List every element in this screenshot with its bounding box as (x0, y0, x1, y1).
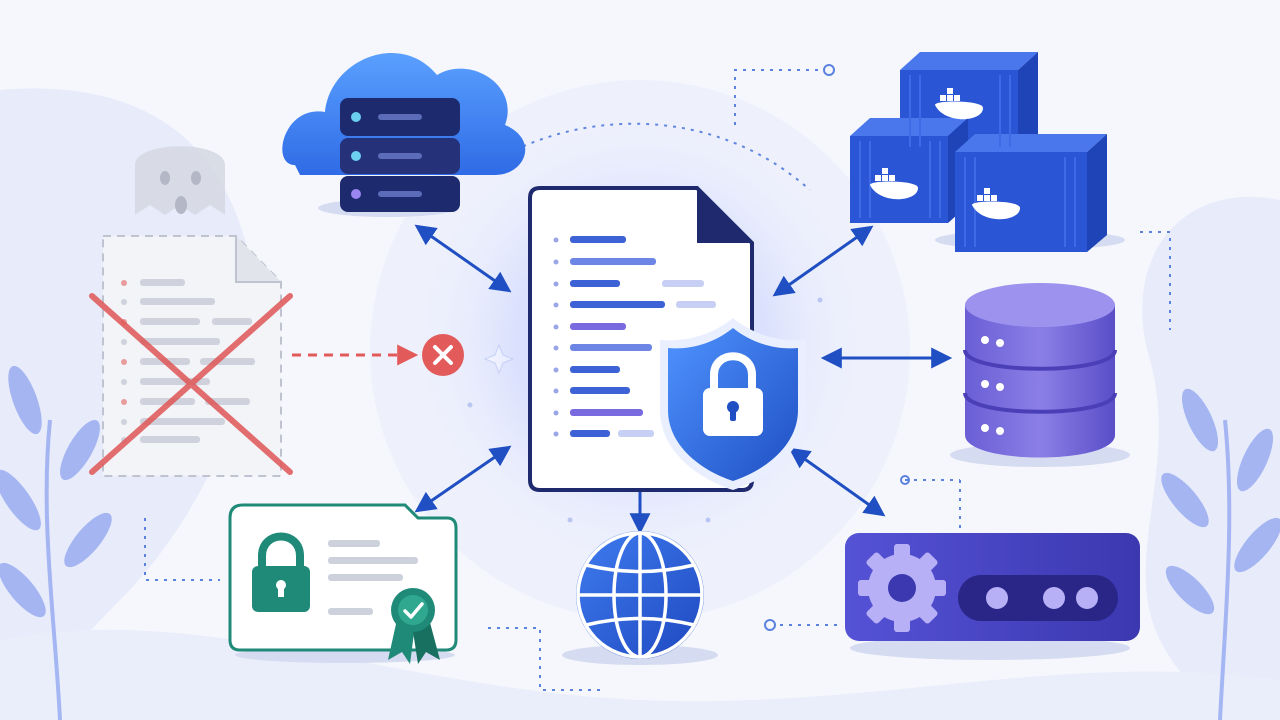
arrow-certificate (414, 445, 512, 513)
blocked-x-icon (422, 334, 464, 376)
docker-container-icon (850, 52, 1125, 252)
decor-dots (764, 64, 910, 631)
cloud-server-icon (282, 53, 526, 217)
globe-icon (562, 531, 718, 665)
connector-arrows (414, 224, 953, 535)
arrow-containers (772, 225, 874, 297)
arrow-cloud (414, 224, 512, 293)
leaf-decoration-left (0, 365, 112, 720)
certificate-lock-icon (228, 503, 458, 664)
leaf-decoration-right (1161, 388, 1280, 720)
ghost-document-icon (89, 146, 293, 477)
gear-toggle-icon (845, 533, 1140, 660)
database-icon (950, 283, 1130, 467)
shield-lock-icon (660, 318, 806, 490)
arrow-settings (788, 447, 886, 517)
